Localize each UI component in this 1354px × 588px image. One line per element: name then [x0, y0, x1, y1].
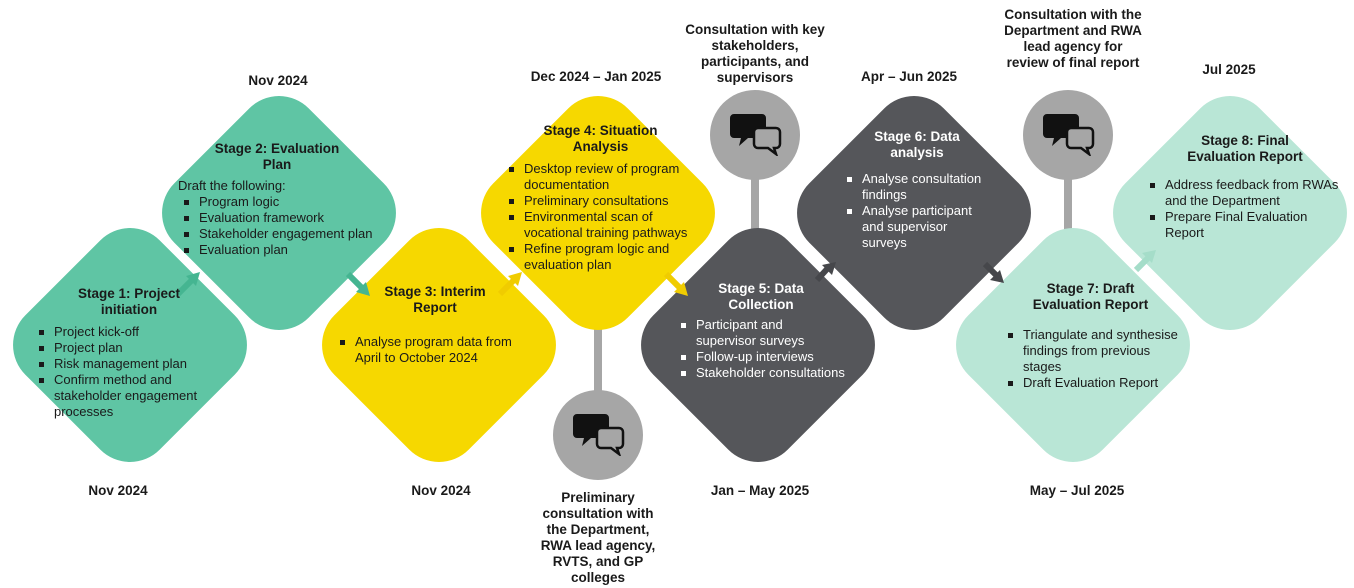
- stage-3-title: Stage 3: Interim Report: [384, 284, 486, 315]
- consultation-circle-3: [1023, 90, 1113, 180]
- stage-1-card: Stage 1: Project initiation Project kick…: [34, 286, 224, 420]
- arrow-6-7: [982, 261, 1004, 283]
- stage-5-list: Participant and supervisor surveys Follo…: [676, 317, 846, 381]
- consultation-circle-2: [710, 90, 800, 180]
- list-item: Stakeholder consultations: [681, 365, 845, 380]
- stage-5-date: Jan – May 2025: [710, 483, 810, 498]
- stage-7-list: Triangulate and synthesise findings from…: [1003, 327, 1178, 391]
- list-item: Refine program logic and evaluation plan: [509, 241, 713, 273]
- stage-7-card: Stage 7: Draft Evaluation Report Triangu…: [1003, 281, 1178, 391]
- stage-3-list: Analyse program data from April to Octob…: [335, 334, 535, 366]
- stage-6-card: Stage 6: Data analysis Analyse consultat…: [842, 129, 992, 251]
- stage-5-card: Stage 5: Data Collection Participant and…: [676, 281, 846, 381]
- stage-6-list: Analyse consultation findings Analyse pa…: [842, 171, 992, 251]
- connector-line-1: [594, 325, 602, 395]
- stage-6-title: Stage 6: Data analysis: [874, 129, 960, 160]
- stage-4-date: Dec 2024 – Jan 2025: [530, 69, 662, 84]
- stage-7-date: May – Jul 2025: [1029, 483, 1125, 498]
- connector-line-2: [751, 175, 759, 245]
- list-item: Environmental scan of vocational trainin…: [509, 209, 713, 241]
- list-item: Confirm method and stakeholder engagemen…: [39, 372, 224, 420]
- stage-3-card: Stage 3: Interim Report Analyse program …: [335, 284, 535, 366]
- stage-8-card: Stage 8: Final Evaluation Report Address…: [1145, 133, 1345, 241]
- list-item: Follow-up interviews: [681, 349, 846, 365]
- list-item: Draft Evaluation Report: [1008, 375, 1178, 391]
- stage-3-date: Nov 2024: [411, 483, 471, 498]
- list-item: Participant and supervisor surveys: [681, 317, 846, 349]
- stage-6-date: Apr – Jun 2025: [860, 69, 958, 84]
- list-item: Program logic: [184, 194, 392, 210]
- stage-2-list: Program logic Evaluation framework Stake…: [162, 194, 392, 258]
- stage-7-title: Stage 7: Draft Evaluation Report: [1032, 281, 1149, 312]
- list-item: Address feedback from RWAs and the Depar…: [1150, 177, 1345, 209]
- list-item: Project plan: [39, 340, 224, 356]
- stage-4-list: Desktop review of program documentation …: [488, 161, 713, 273]
- list-item: Analyse program data from April to Octob…: [340, 334, 535, 366]
- arrow-2-3: [345, 271, 370, 296]
- stage-8-title: Stage 8: Final Evaluation Report: [1187, 133, 1303, 164]
- list-item: Risk management plan: [39, 356, 224, 372]
- stage-5-title: Stage 5: Data Collection: [718, 281, 804, 312]
- stage-4-title: Stage 4: Situation Analysis: [543, 123, 658, 154]
- arrow-1-2: [175, 272, 200, 297]
- speech-bubbles-icon: [573, 414, 625, 456]
- stage-8-list: Address feedback from RWAs and the Depar…: [1145, 177, 1345, 241]
- stage-2-date: Nov 2024: [248, 73, 308, 88]
- arrow-5-6: [814, 262, 836, 283]
- consultation-circle-1: [553, 390, 643, 480]
- consultation-label-2: Consultation with key stakeholders, part…: [685, 22, 825, 85]
- stage-1-list: Project kick-off Project plan Risk manag…: [34, 324, 224, 420]
- consultation-label-3: Consultation with the Department and RWA…: [1004, 7, 1142, 70]
- stage-2-title: Stage 2: Evaluation Plan: [214, 141, 340, 172]
- list-item: Triangulate and synthesise findings from…: [1008, 327, 1178, 374]
- consultation-label-1: Preliminary consultation with the Depart…: [540, 490, 656, 585]
- arrow-3-4: [497, 272, 522, 297]
- list-item: Analyse consultation findings: [847, 171, 992, 203]
- stage-4-card: Stage 4: Situation Analysis Desktop revi…: [488, 123, 713, 273]
- list-item: Prepare Final Evaluation Report: [1150, 209, 1345, 241]
- connector-line-3: [1064, 175, 1072, 245]
- list-item: Analyse participant and supervisor surve…: [847, 203, 992, 251]
- speech-bubbles-icon: [1043, 114, 1095, 156]
- arrow-4-5: [663, 271, 688, 296]
- stage-2-card: Stage 2: Evaluation Plan Draft the follo…: [162, 141, 392, 258]
- stage-2-intro: Draft the following:: [178, 178, 286, 193]
- list-item: Evaluation plan: [184, 242, 392, 258]
- list-item: Preliminary consultations: [509, 193, 713, 209]
- arrow-7-8: [1133, 250, 1156, 273]
- list-item: Project kick-off: [39, 324, 224, 340]
- list-item: Desktop review of program documentation: [509, 161, 713, 193]
- speech-bubbles-icon: [730, 114, 782, 156]
- list-item: Stakeholder engagement plan: [184, 226, 392, 242]
- stage-1-title: Stage 1: Project initiation: [77, 286, 181, 317]
- list-item: Evaluation framework: [184, 210, 392, 226]
- stage-1-date: Nov 2024: [88, 483, 148, 498]
- stage-8-date: Jul 2025: [1202, 62, 1256, 77]
